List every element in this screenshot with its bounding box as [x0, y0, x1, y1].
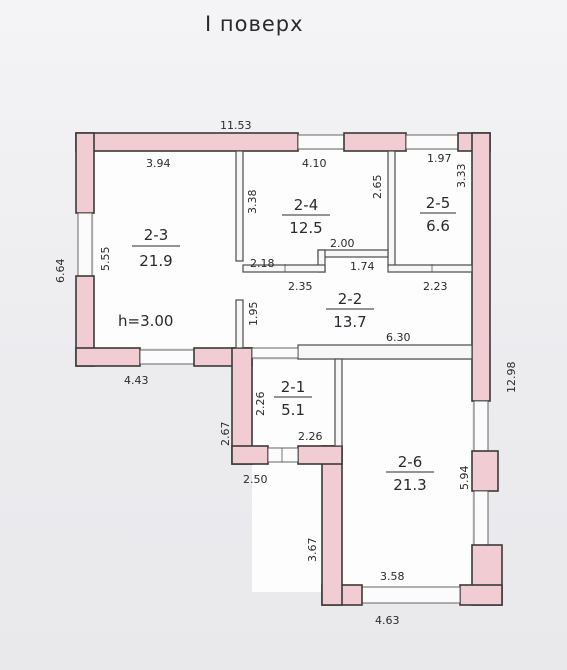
room-2-1: 2-1 5.1: [274, 378, 312, 419]
dim-top-overall: 11.53: [220, 119, 252, 132]
dim-r25-width: 1.97: [427, 152, 452, 165]
dim-bottom-overall: 4.63: [375, 614, 400, 627]
wall-r26-top-left: [297, 445, 343, 465]
room-2-1-area: 5.1: [281, 401, 305, 419]
dim-corridor-step: 2.00: [330, 237, 355, 250]
room-2-3-area: 21.9: [139, 252, 172, 270]
door-22-21: [251, 347, 299, 359]
dim-corridor-mid: 1.74: [350, 260, 375, 273]
dim-porch-height: 2.67: [219, 422, 232, 447]
dim-r24-width: 4.10: [302, 157, 327, 170]
partition-25-bottom: [387, 264, 473, 273]
dim-r24-partition: 2.65: [371, 175, 384, 200]
dim-corridor-left: 2.18: [250, 257, 275, 270]
wall-right-upper: [471, 132, 491, 402]
partition-23-22: [235, 299, 244, 349]
partition-21-26: [334, 358, 343, 447]
room-2-6-area: 21.3: [393, 476, 426, 494]
wall-r26-left: [321, 445, 343, 606]
wall-bottom-right: [459, 584, 503, 606]
room-2-3: 2-3 21.9: [132, 226, 180, 270]
dim-r26-height: 5.94: [458, 466, 471, 491]
room-2-2-area: 13.7: [333, 313, 366, 331]
dim-partition-long: 6.30: [386, 331, 411, 344]
partition-23-24: [235, 150, 244, 262]
wall-right-pier: [471, 450, 499, 492]
window-right-1: [473, 400, 489, 452]
room-2-2-number: 2-2: [338, 290, 363, 308]
dim-porch-width: 2.50: [243, 473, 268, 486]
interior-fill: [94, 150, 474, 592]
dim-front-left: 4.43: [124, 374, 149, 387]
outer-walls: [75, 132, 503, 606]
window-top-1: [297, 134, 345, 150]
floor-title: I поверх: [205, 12, 304, 36]
window-top-2: [405, 134, 459, 150]
room-labels: 2-3 21.9 2-4 12.5 2-5 6.6 2-2 13.7 2-1: [118, 194, 456, 494]
room-2-6: 2-6 21.3: [386, 453, 434, 494]
dim-corridor-lower: 2.35: [288, 280, 313, 293]
wall-top-mid: [343, 132, 407, 152]
door-porch: [267, 447, 299, 463]
room-2-4-number: 2-4: [294, 196, 319, 214]
room-2-5-area: 6.6: [426, 217, 450, 235]
wall-porch-bottom: [231, 445, 269, 465]
dim-corridor-height: 1.95: [247, 302, 260, 327]
dim-r25-bottom: 2.23: [423, 280, 448, 293]
partition-long: [297, 344, 473, 360]
dim-r26-inner-bottom: 3.58: [380, 570, 405, 583]
dim-r21-height: 2.26: [254, 392, 267, 417]
room-2-3-number: 2-3: [144, 226, 169, 244]
room-2-4: 2-4 12.5: [282, 196, 330, 237]
dimension-labels: 11.53 3.94 4.10 1.97 6.64 5.55 3.38 2.65…: [54, 119, 518, 627]
wall-top-left: [75, 132, 299, 152]
partition-24-bottom-lower: [242, 264, 326, 273]
window-bottom-left: [139, 349, 195, 365]
dimension-ticks: [281, 264, 433, 462]
dim-r23-width: 3.94: [146, 157, 171, 170]
dim-r25-height: 3.33: [455, 164, 468, 189]
dim-r23-height: 5.55: [99, 247, 112, 272]
dim-r24-height: 3.38: [246, 190, 259, 215]
dim-left-overall: 6.64: [54, 259, 67, 284]
room-2-5: 2-5 6.6: [420, 194, 456, 235]
window-left: [77, 212, 93, 277]
room-2-4-area: 12.5: [289, 219, 322, 237]
room-2-5-number: 2-5: [426, 194, 451, 212]
room-2-1-number: 2-1: [281, 378, 306, 396]
wall-left-upper: [75, 132, 95, 214]
dim-right-overall: 12.98: [505, 362, 518, 394]
room-2-2: 2-2 13.7: [326, 290, 374, 331]
partition-24-25: [387, 150, 396, 267]
dim-r21-width: 2.26: [298, 430, 323, 443]
partition-24-bottom-upper: [317, 249, 389, 258]
ceiling-height-label: h=3.00: [118, 312, 173, 330]
window-right-2: [473, 490, 489, 546]
room-2-6-number: 2-6: [398, 453, 423, 471]
window-bottom: [361, 586, 461, 604]
wall-bottom-left: [75, 347, 141, 367]
partitions: [235, 150, 473, 447]
dim-r26-left: 3.67: [306, 538, 319, 563]
